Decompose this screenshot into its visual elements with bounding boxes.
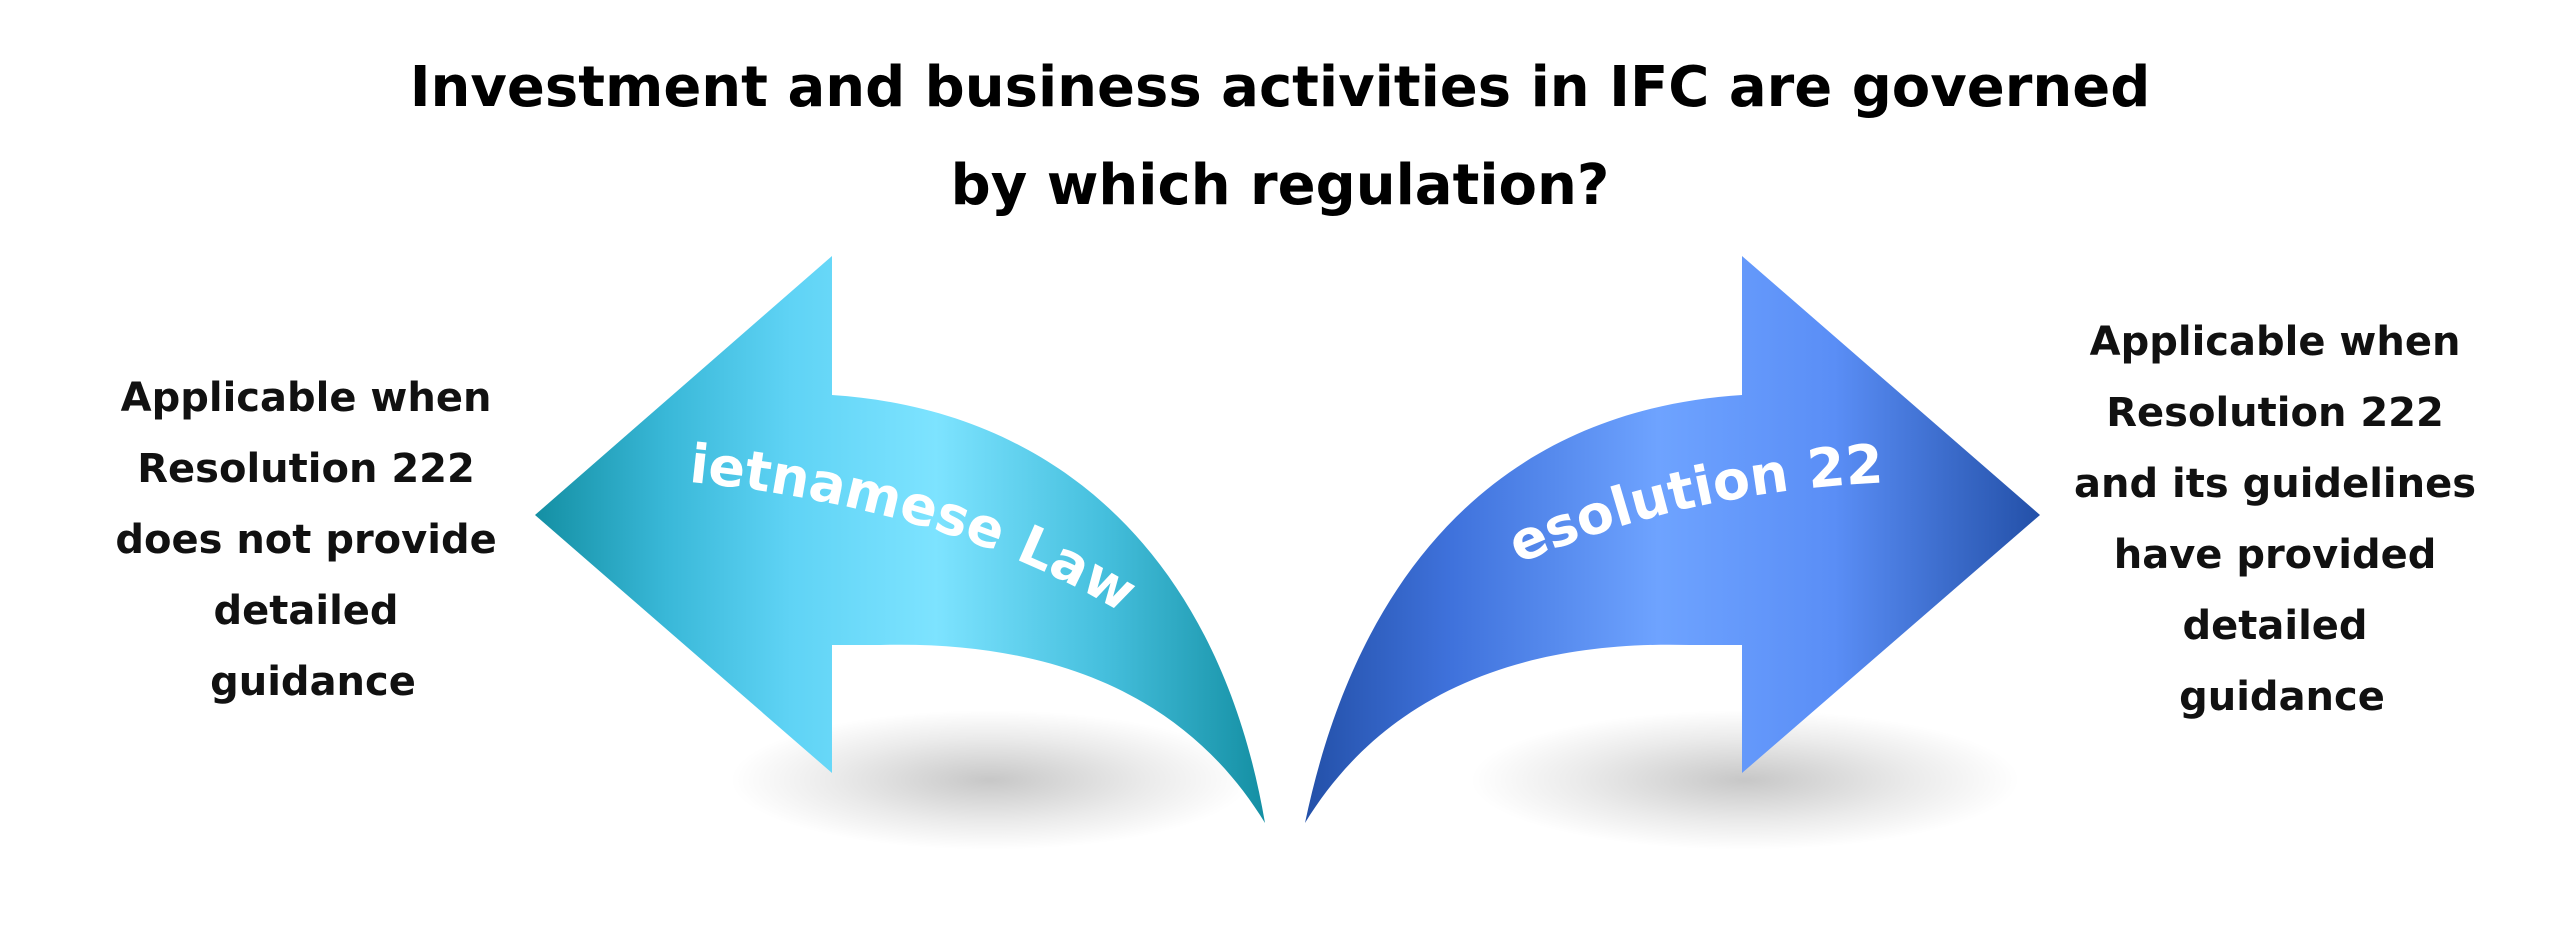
right-description-line: guidance [2179, 674, 2385, 720]
right-arrow-shadow [1470, 710, 2020, 850]
right-description-line: Applicable when [2090, 319, 2461, 365]
right-arrow-shape [1305, 256, 2040, 823]
right-description-line: have provided [2114, 532, 2437, 578]
left-arrow-shadow [730, 710, 1250, 850]
right-description-line: detailed [2183, 603, 2368, 649]
title-line-2: by which regulation? [951, 153, 1610, 218]
left-description-line: Resolution 222 [137, 446, 475, 492]
left-description: Applicable when Resolution 222 does not … [115, 375, 510, 705]
left-description-line: detailed [214, 588, 399, 634]
right-description: Applicable when Resolution 222 and its g… [2074, 319, 2490, 720]
left-description-line: does not provide [115, 517, 496, 563]
right-description-line: and its guidelines [2074, 461, 2476, 507]
left-description-line: guidance [210, 659, 416, 705]
left-arrow-shape [535, 256, 1265, 823]
title-line-1: Investment and business activities in IF… [410, 55, 2151, 120]
left-description-line: Applicable when [121, 375, 492, 421]
right-description-line: Resolution 222 [2106, 390, 2444, 436]
